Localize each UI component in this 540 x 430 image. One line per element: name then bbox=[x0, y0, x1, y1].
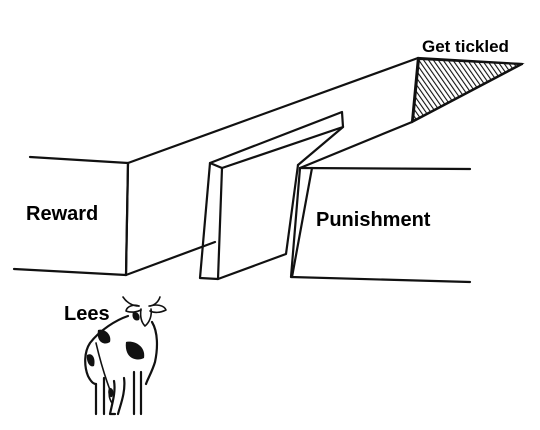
middle-barrier bbox=[198, 110, 345, 281]
cow-spot bbox=[132, 311, 140, 321]
left-wall bbox=[12, 56, 420, 277]
lees-label: Lees bbox=[64, 303, 110, 325]
cow-spot bbox=[86, 354, 95, 367]
cow-illustration bbox=[84, 296, 167, 416]
get-tickled-label: Get tickled bbox=[422, 37, 509, 56]
cow-spot bbox=[108, 387, 114, 398]
right-wall bbox=[289, 120, 472, 284]
cow-spot bbox=[125, 341, 145, 360]
tickle-opening-shading bbox=[411, 57, 525, 123]
reward-label: Reward bbox=[26, 203, 99, 225]
cow-spot bbox=[97, 329, 111, 344]
punishment-label: Punishment bbox=[316, 209, 431, 231]
